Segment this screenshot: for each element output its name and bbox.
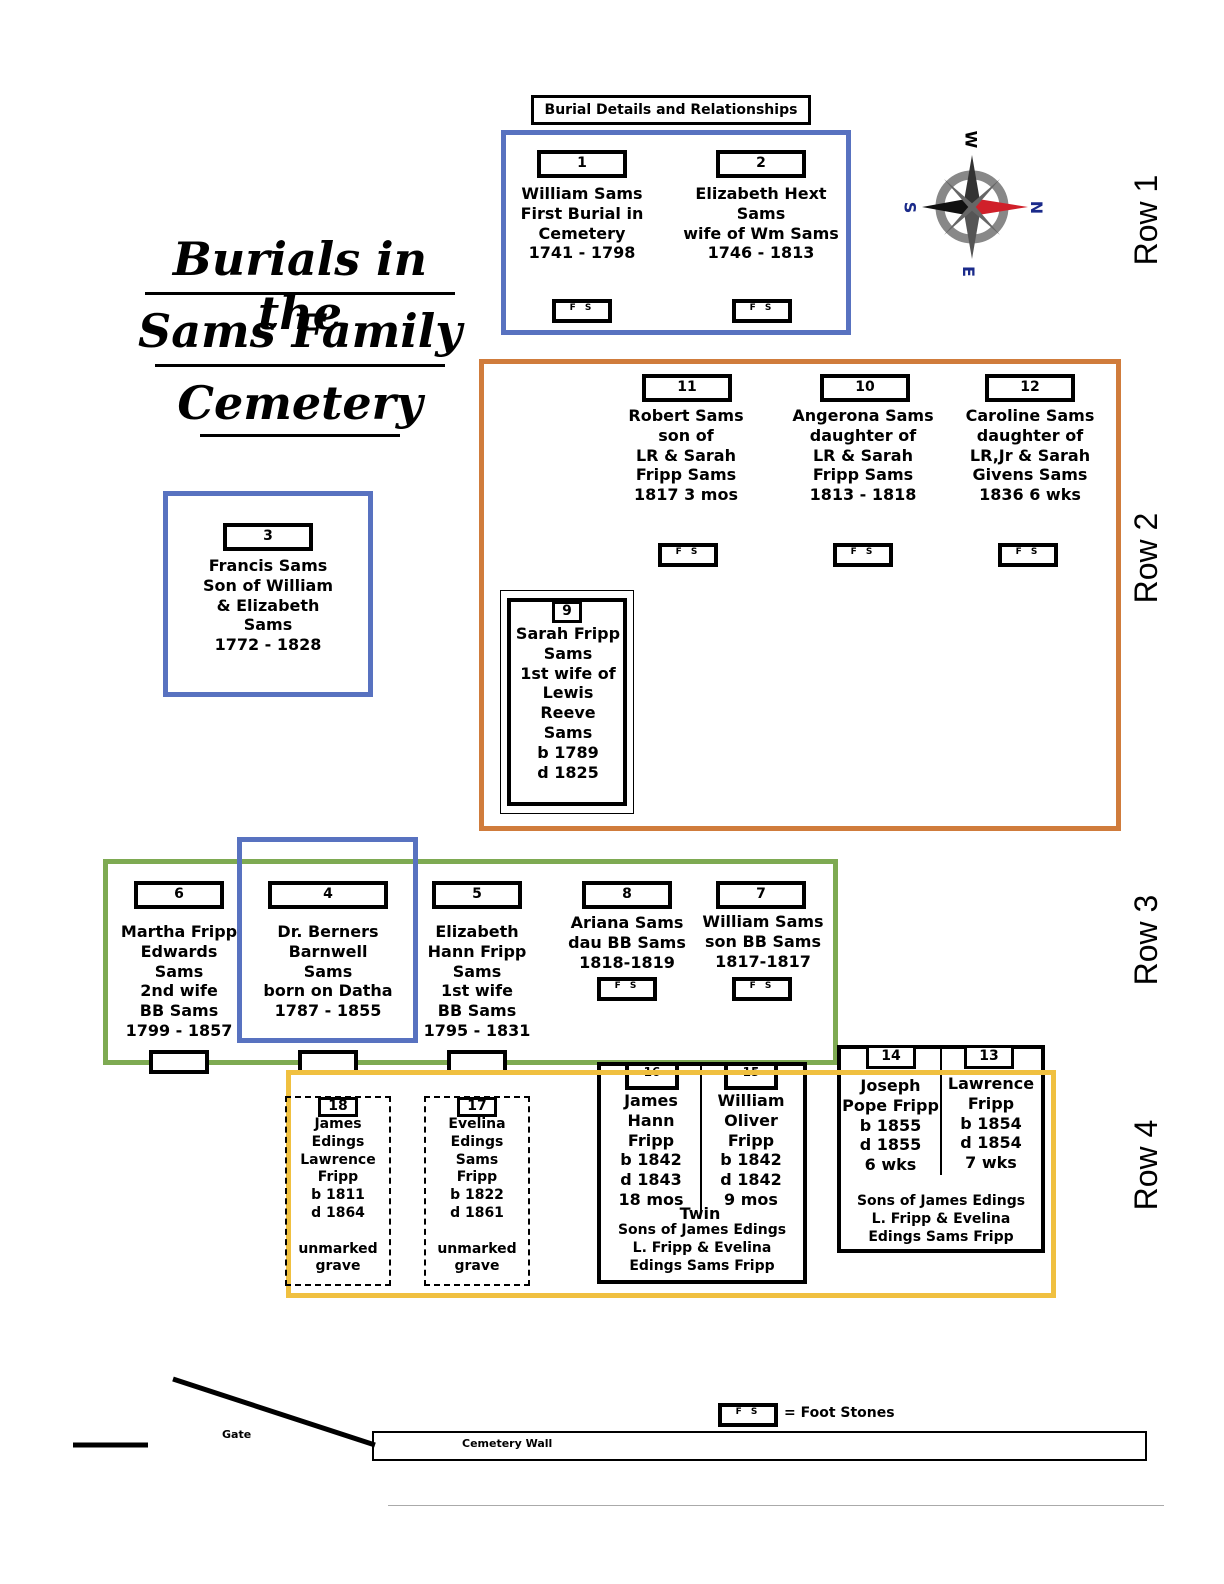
compass-n: N [1027, 200, 1047, 215]
grave-5-text: Elizabeth Hann Fripp Sams 1st wife BB Sa… [423, 922, 531, 1040]
sons-14-13-divider [940, 1045, 942, 1175]
grave-2-foot-stone: F S [732, 299, 792, 323]
grave-9-text: Sarah Fripp Sams 1st wife of Lewis Reeve… [515, 624, 621, 782]
grave-18-number: 18 [318, 1097, 358, 1117]
title-line-1: Burials in the [172, 232, 428, 340]
grave-9-number: 9 [552, 601, 582, 623]
grave-7-text: William Sams son BB Sams 1817-1817 [702, 912, 824, 971]
grave-11-foot-stone: F S [658, 543, 718, 567]
title-underline-2 [155, 364, 445, 367]
grave-6-text: Martha Fripp Edwards Sams 2nd wife BB Sa… [120, 922, 238, 1040]
sons-14-13-text: Sons of James Edings L. Fripp & Evelina … [856, 1193, 1026, 1245]
title-line-2: Sams Family [138, 304, 462, 358]
twins-16-15-box [597, 1062, 807, 1284]
grave-6-number: 6 [134, 881, 224, 909]
row-2-group [479, 359, 1121, 831]
title-line-3: Cemetery [177, 376, 423, 430]
legend-foot-stone: F S [718, 1403, 778, 1427]
grave-11-text: Robert Sams son of LR & Sarah Fripp Sams… [628, 406, 744, 505]
row-1-group [501, 130, 851, 335]
grave-16-number: 16 [625, 1062, 679, 1090]
grave-12-foot-stone: F S [998, 543, 1058, 567]
grave-2-number: 2 [716, 150, 806, 178]
grave-4-group [237, 837, 418, 1043]
twin-label: Twin [679, 1204, 721, 1223]
cemetery-wall-label: Cemetery Wall [462, 1437, 553, 1450]
legend-text: = Foot Stones [784, 1405, 895, 1421]
title-underline-3 [200, 434, 400, 437]
gate-label: Gate [222, 1428, 252, 1441]
grave-17-number: 17 [457, 1097, 497, 1117]
grave-5-number: 5 [432, 881, 522, 909]
grave-13-number: 13 [964, 1045, 1014, 1069]
grave-6-foot-stone [149, 1050, 209, 1074]
grave-1-foot-stone: F S [552, 299, 612, 323]
grave-14-number: 14 [866, 1045, 916, 1069]
grave-11-number: 11 [642, 374, 732, 402]
grave-7-foot-stone: F S [732, 977, 792, 1001]
row-3-label: Row 3 [1128, 894, 1164, 986]
grave-13-text: Lawrence Fripp b 1854 d 1854 7 wks [947, 1074, 1035, 1173]
row-4-group [286, 1070, 1056, 1298]
row-1-label: Row 1 [1128, 174, 1164, 266]
row-2-label: Row 2 [1128, 512, 1164, 604]
gate-drawing [73, 1376, 376, 1448]
compass-e: E [958, 266, 978, 277]
grave-1-text: William Sams First Burial in Cemetery 17… [520, 184, 644, 263]
grave-10-number: 10 [820, 374, 910, 402]
grave-3-group [163, 491, 373, 697]
header-label: Burial Details and Relationships [531, 95, 811, 125]
grave-3-number: 3 [223, 523, 313, 551]
grave-10-text: Angerona Sams daughter of LR & Sarah Fri… [792, 406, 934, 505]
grave-9-outer-frame [500, 590, 634, 814]
grave-12-text: Caroline Sams daughter of LR,Jr & Sarah … [965, 406, 1095, 505]
grave-8-number: 8 [582, 881, 672, 909]
grave-4-number: 4 [268, 881, 388, 909]
twin-sons-text: Sons of James Edings L. Fripp & Evelina … [617, 1222, 787, 1274]
grave-4-text: Dr. Berners Barnwell Sams born on Datha … [263, 922, 393, 1021]
grave-2-text: Elizabeth Hext Sams wife of Wm Sams 1746… [683, 184, 839, 263]
grave-17-text: Evelina Edings Sams Fripp b 1822 d 1861 … [437, 1116, 517, 1275]
compass-s: S [900, 201, 920, 214]
grave-7-number: 7 [716, 881, 806, 909]
title-underline-1 [145, 292, 455, 295]
compass-icon [922, 155, 1028, 259]
grave-8-foot-stone: F S [597, 977, 657, 1001]
twins-divider [700, 1062, 702, 1212]
grave-1-number: 1 [537, 150, 627, 178]
cemetery-wall [372, 1431, 1147, 1461]
grave-10-foot-stone: F S [833, 543, 893, 567]
bottom-divider [388, 1505, 1164, 1506]
grave-14-text: Joseph Pope Fripp b 1855 d 1855 6 wks [842, 1076, 939, 1175]
grave-3-text: Francis Sams Son of William & Elizabeth … [202, 556, 334, 655]
grave-8-text: Ariana Sams dau BB Sams 1818-1819 [568, 913, 686, 972]
grave-9-inner-frame [507, 598, 627, 806]
grave-15-text: William Oliver Fripp b 1842 d 1842 9 mos [717, 1091, 785, 1209]
grave-16-text: James Hann Fripp b 1842 d 1843 18 mos [618, 1091, 684, 1209]
grave-12-number: 12 [985, 374, 1075, 402]
grave-15-number: 15 [724, 1062, 778, 1090]
grave-18-text: James Edings Lawrence Fripp b 1811 d 186… [298, 1116, 378, 1275]
compass-w: W [961, 130, 981, 149]
row-4-label: Row 4 [1128, 1119, 1164, 1211]
